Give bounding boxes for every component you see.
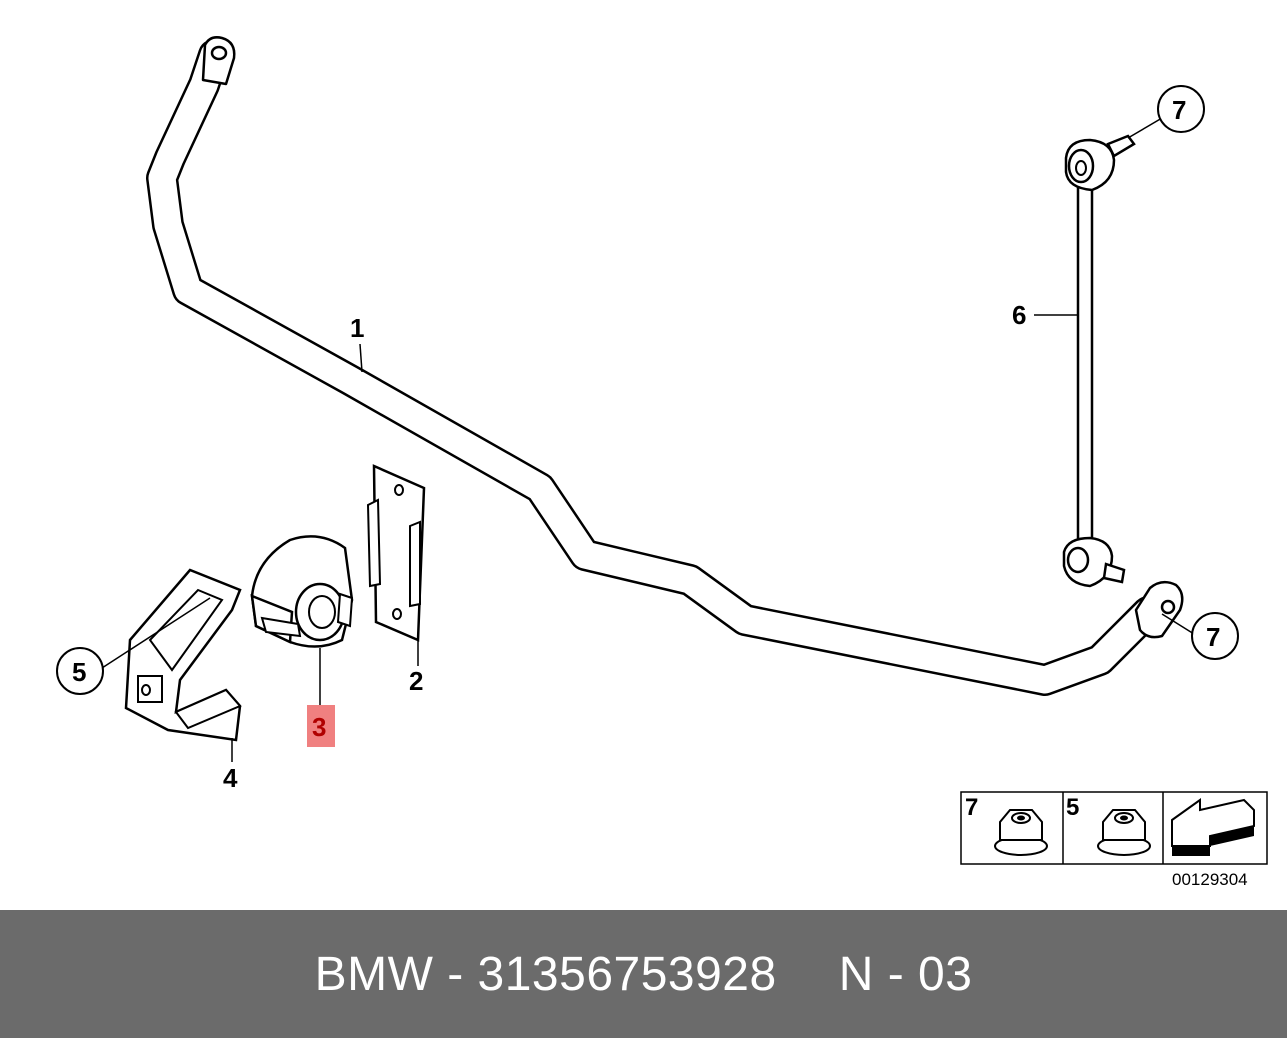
part-footer: BMW - 31356753928 N - 03 <box>0 910 1287 1038</box>
legend-item-7: 7 <box>965 794 978 821</box>
callout-5-circle <box>56 647 104 695</box>
callout-6: 6 <box>1012 300 1026 330</box>
mounting-plate <box>366 464 426 642</box>
direction-arrow-icon <box>1171 798 1255 856</box>
legend-item-5: 5 <box>1066 794 1079 821</box>
page-reference: N - 03 <box>838 947 973 1001</box>
flange-nut-icon <box>994 809 1048 856</box>
callout-1: 1 <box>350 313 364 343</box>
callout-7-bottom-circle <box>1191 612 1239 660</box>
part-number-text: BMW - 31356753928 <box>314 947 777 1001</box>
stabilizer-bar <box>146 36 1184 696</box>
legend-box: 7 5 <box>960 791 1268 865</box>
callout-3-highlight <box>307 705 335 747</box>
leader-lines <box>101 117 1195 762</box>
callout-7-bottom: 7 <box>1206 622 1220 652</box>
clamp-bracket <box>124 568 242 742</box>
callout-5: 5 <box>72 657 86 687</box>
parts-diagram: 1 6 2 4 3 5 7 7 7 5 <box>56 36 1268 889</box>
callout-7-top: 7 <box>1172 95 1186 125</box>
callout-3: 3 <box>312 712 326 742</box>
callout-4: 4 <box>223 763 238 793</box>
rubber-bushing <box>250 535 354 648</box>
stabilizer-link <box>1062 134 1136 588</box>
callout-7-top-circle <box>1157 85 1205 133</box>
hex-nut-icon <box>1097 809 1151 856</box>
catalog-number: 00129304 <box>1172 870 1248 889</box>
callout-2: 2 <box>409 666 423 696</box>
